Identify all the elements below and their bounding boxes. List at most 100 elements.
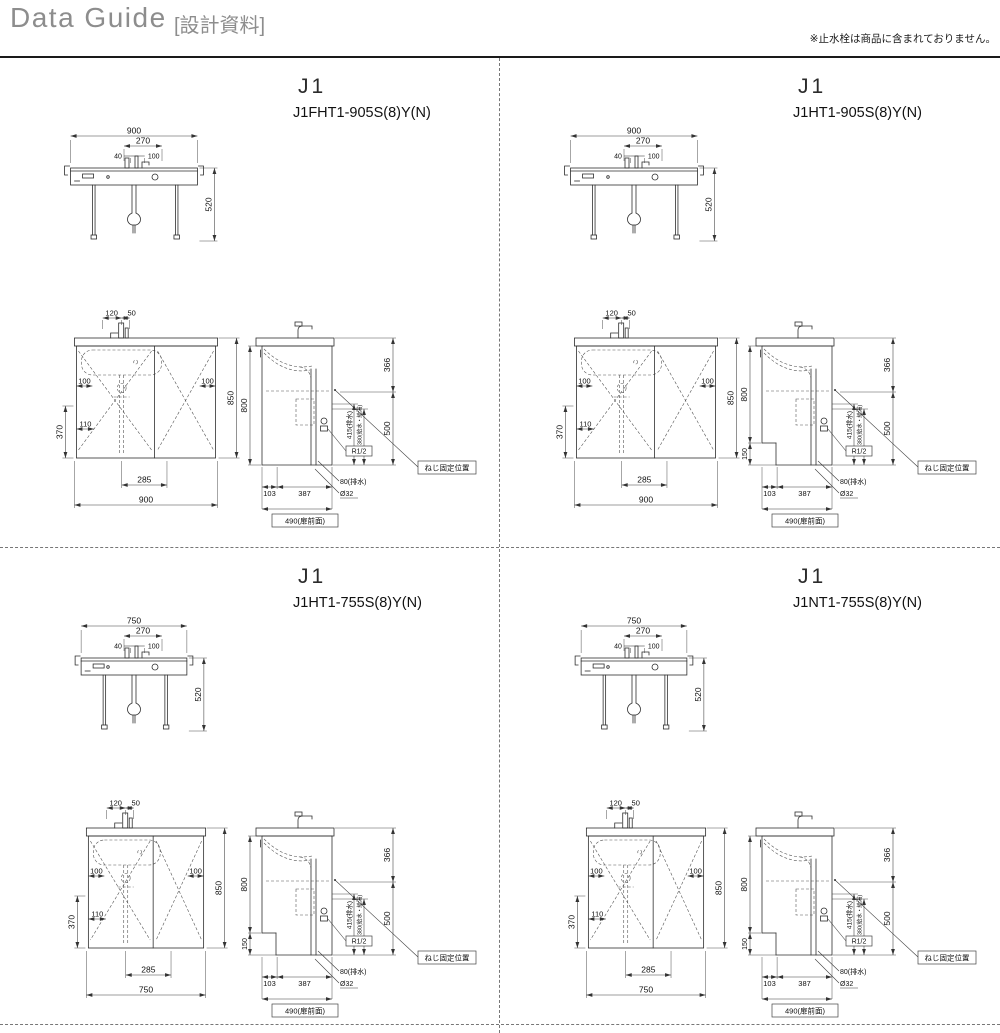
dim-label: 800 [739, 387, 749, 401]
drawing-circle [651, 663, 659, 671]
dim-label: 40 [114, 154, 122, 161]
drawing-path [299, 366, 312, 382]
dim-arrow [391, 949, 395, 955]
dim-arrow [722, 942, 727, 948]
drawing-path [110, 332, 119, 339]
dim-arrow [391, 882, 395, 888]
drawing-path [299, 856, 312, 872]
drawing-path [627, 702, 641, 716]
dim-label: 100 [78, 377, 91, 386]
dim-arrow [826, 507, 832, 511]
drawing-line [334, 879, 419, 958]
drawing-path [564, 165, 570, 176]
dim-label: 100 [201, 377, 214, 386]
dim-arrow [701, 658, 706, 664]
series-title: J1 [298, 75, 327, 98]
series-title: J1 [798, 565, 827, 588]
dim-label: 270 [636, 626, 650, 636]
dim-arrow [127, 806, 134, 810]
dim-arrow [712, 168, 717, 174]
series-title: J1 [798, 75, 827, 98]
drawing-rect [92, 663, 105, 669]
dim-label: 110 [79, 420, 91, 429]
dim-label: 520 [703, 197, 713, 211]
drawing-path [141, 651, 150, 659]
drawing-rect [162, 724, 170, 730]
dim-arrow [211, 503, 218, 507]
drawing-line [655, 840, 702, 941]
drawing-rect [101, 724, 108, 730]
dim-label: R1/2 [852, 449, 867, 456]
drawing-rect [128, 817, 133, 829]
drawing-line [578, 350, 652, 451]
drawing-path [297, 815, 313, 829]
dim-arrow [862, 949, 866, 955]
dim-label: 50 [128, 309, 136, 318]
drawing-circle [820, 907, 828, 915]
dim-label: Ø32 [340, 981, 353, 988]
drawing-rect [582, 173, 594, 179]
dim-label: 100 [648, 644, 660, 651]
dim-label: 80(排水) [840, 967, 866, 976]
dim-label: 285 [141, 965, 155, 975]
dim-arrow [70, 134, 77, 138]
dim-label: 520 [693, 687, 703, 701]
dim-arrow [862, 409, 866, 415]
drawing-rect [618, 322, 625, 339]
dim-label: 100 [648, 154, 660, 161]
dim-arrow [748, 933, 752, 939]
dim-arrow [391, 338, 395, 344]
dim-arrow [699, 384, 706, 388]
dim-label: 285 [137, 475, 151, 485]
dim-arrow [852, 459, 856, 465]
drawing-line [817, 460, 840, 482]
drawing-rect [795, 398, 815, 426]
dim-label: 800 [239, 398, 249, 412]
dim-arrow [734, 452, 739, 458]
drawing-rect [417, 460, 477, 475]
dim-label: 270 [636, 136, 650, 146]
drawing-path [641, 651, 650, 659]
dim-arrow [748, 836, 752, 842]
drawing-rect [634, 645, 639, 659]
drawing-rect [580, 657, 688, 676]
dim-label: 850 [214, 881, 224, 895]
drawing-rect [87, 835, 205, 949]
dim-arrow [326, 507, 332, 511]
dim-arrow [656, 144, 662, 148]
dim-label: 490(扉前面) [285, 1006, 326, 1016]
dim-label: 750 [139, 985, 153, 995]
drawing-path [198, 165, 204, 176]
dim-label: 500 [382, 911, 392, 925]
dim-arrow [248, 346, 252, 352]
drawing-path [127, 702, 141, 716]
drawing-path [127, 212, 141, 226]
dim-label: 285 [637, 475, 651, 485]
dim-label: 80(排水) [340, 477, 366, 486]
dim-label: 387 [298, 489, 311, 498]
dim-arrow [697, 874, 704, 878]
drawing-path [297, 325, 313, 339]
drawing-path [263, 842, 311, 862]
dim-label: 750 [627, 616, 641, 626]
drawing-path [74, 655, 81, 666]
dim-label: 150 [242, 938, 249, 950]
dim-label: 120 [609, 799, 622, 808]
dim-arrow [248, 459, 252, 465]
dim-arrow [326, 997, 332, 1001]
dim-arrow [576, 384, 583, 388]
drawing-path [141, 161, 150, 169]
dim-arrow [563, 406, 568, 412]
dim-arrow [199, 993, 206, 997]
dim-label: 366 [882, 848, 892, 862]
dim-label: 850 [226, 391, 236, 405]
dim-arrow [201, 725, 206, 731]
dim-label: 270 [136, 626, 150, 636]
dim-arrow [619, 806, 626, 810]
dim-arrow [891, 876, 895, 882]
drawing-line [814, 468, 840, 494]
